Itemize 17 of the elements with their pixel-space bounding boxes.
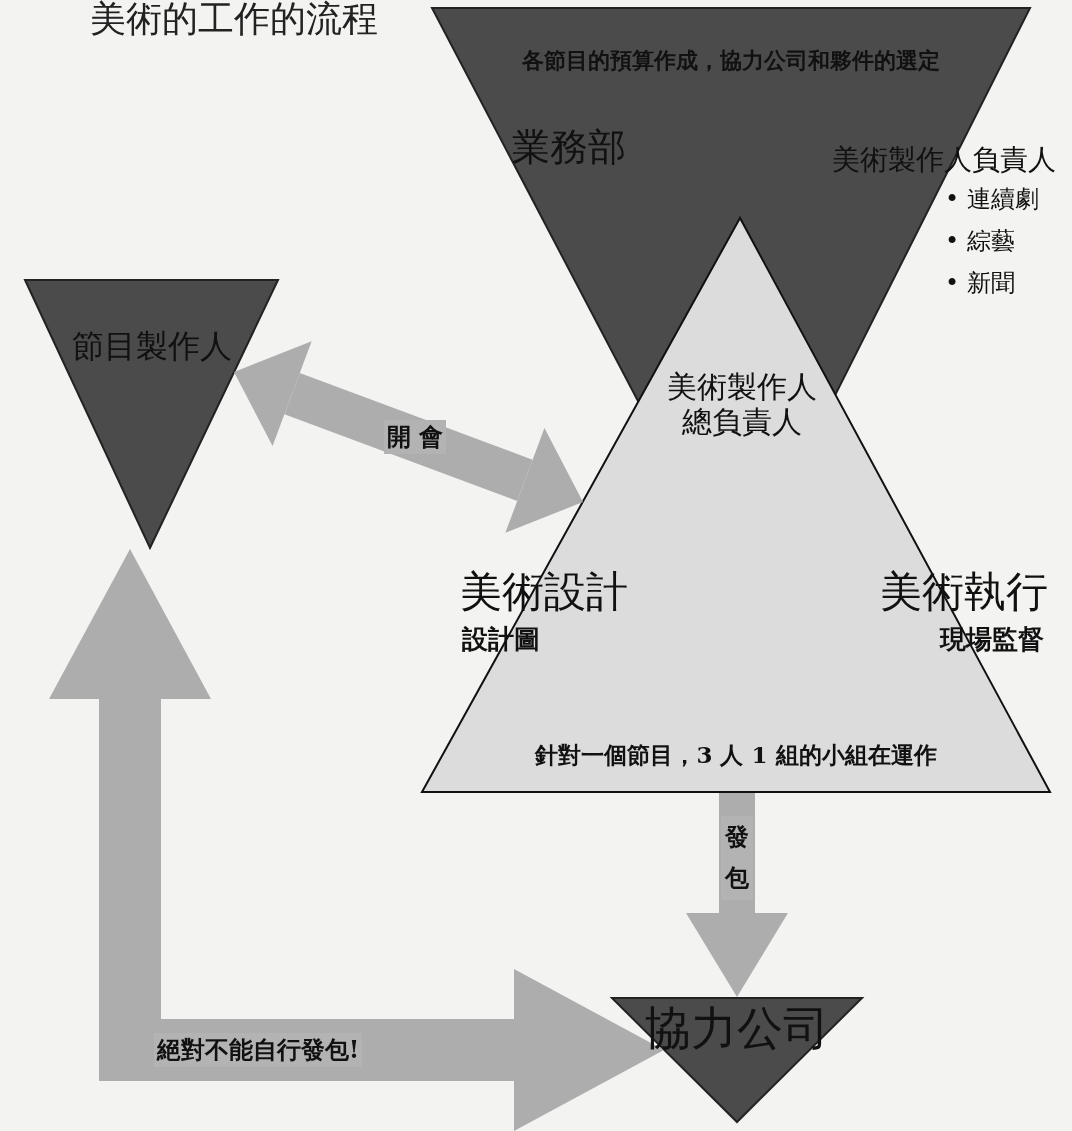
node-label: 節目製作人 bbox=[70, 328, 233, 365]
edge-label: 絕對不能自行發包! bbox=[153, 1033, 363, 1067]
double-arrow bbox=[234, 341, 583, 533]
node-label: 美術製作人總負責人 bbox=[666, 370, 818, 439]
node-label: 業務部 bbox=[512, 126, 626, 170]
list-item: • 綜藝 bbox=[945, 228, 1015, 256]
arrow bbox=[686, 793, 788, 997]
title: 美術的工作的流程 bbox=[90, 0, 378, 40]
edge-label: 發包 bbox=[721, 816, 753, 900]
list-item: • 新聞 bbox=[945, 270, 1015, 298]
list-item: • 連續劇 bbox=[945, 186, 1039, 214]
heading: 各節目的預算作成，協力公司和夥件的選定 bbox=[521, 48, 941, 74]
node-label: 協力公司 bbox=[644, 1002, 830, 1055]
elbow-arrow bbox=[49, 549, 664, 1131]
node-label: 針對一個節目，3 人 1 組的小組在運作 bbox=[533, 742, 938, 769]
node-label: 現場監督 bbox=[938, 625, 1044, 655]
edge-label: 開 會 bbox=[383, 420, 447, 454]
